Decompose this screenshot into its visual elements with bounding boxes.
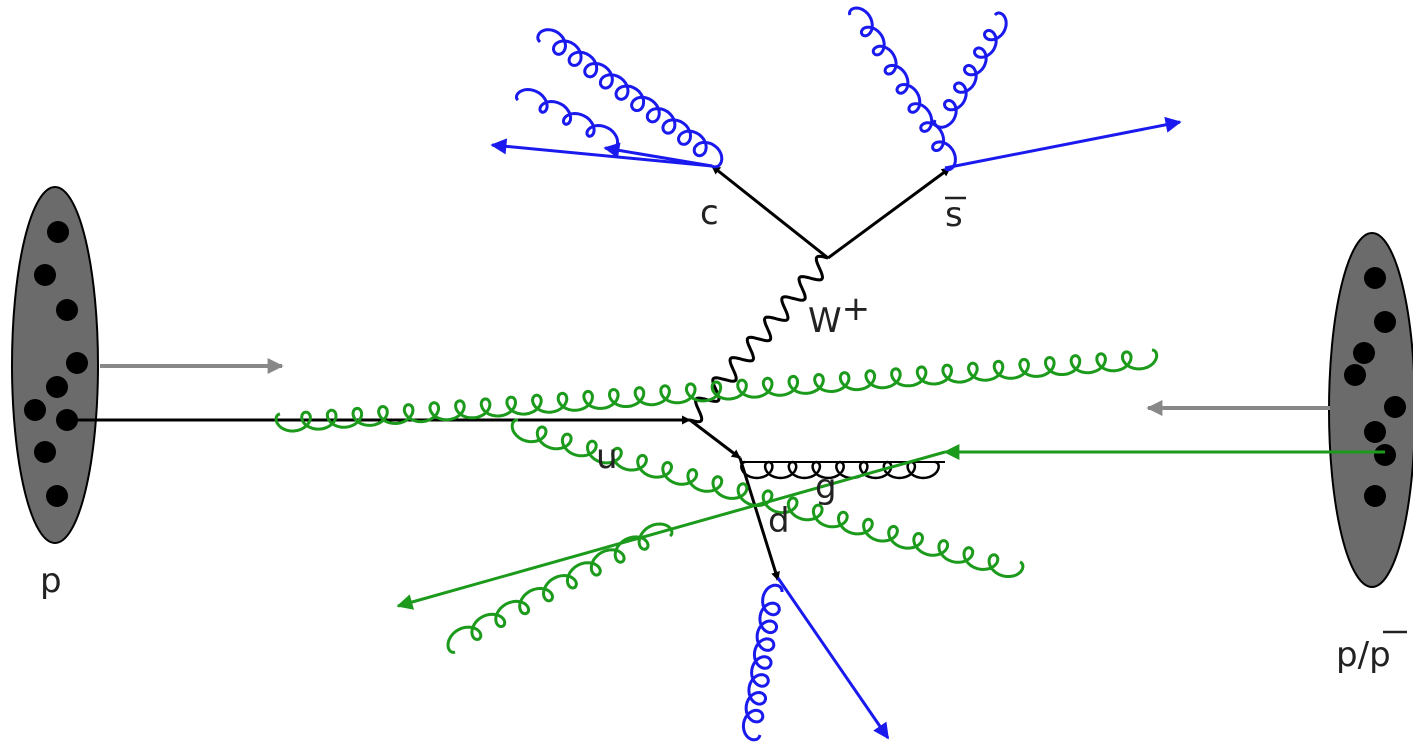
fsr-gluon-d-icon bbox=[741, 583, 784, 742]
gluon-coil bbox=[536, 28, 724, 169]
fsr-gluon-c-upper-icon bbox=[536, 28, 724, 169]
right-hadron bbox=[1328, 232, 1413, 588]
fsr-gluon-s-upper-icon bbox=[847, 6, 957, 172]
gluon-coil bbox=[510, 418, 1025, 578]
svg-text:s: s bbox=[945, 195, 963, 235]
label-quark-sbar: s bbox=[945, 195, 966, 235]
parton-dots bbox=[1344, 267, 1406, 507]
gluon-coil bbox=[274, 348, 1159, 433]
fsr-gluon-s-lower-icon bbox=[932, 11, 1008, 129]
jet-track-d bbox=[776, 577, 890, 740]
proton-ellipse-icon bbox=[11, 186, 99, 544]
gluon-g-curly-icon bbox=[740, 460, 940, 480]
gluon-coil bbox=[847, 6, 957, 172]
remnant-gluon-icon bbox=[446, 522, 674, 654]
label-quark-c: c bbox=[700, 193, 719, 233]
label-quark-d: d bbox=[768, 501, 790, 541]
remnant-track-out bbox=[396, 450, 946, 610]
jet-track-c bbox=[490, 138, 713, 168]
label-w-boson: W+ bbox=[808, 289, 870, 341]
scattered-quark-d-1 bbox=[689, 418, 741, 460]
left-hadron bbox=[11, 186, 99, 544]
jet-track-sbar bbox=[944, 116, 1182, 170]
gluon-coil bbox=[741, 583, 784, 742]
label-quark-u: u bbox=[596, 437, 618, 477]
quark-sbar-line bbox=[827, 166, 951, 260]
antiproton-p: p bbox=[1369, 635, 1391, 675]
jet-track-c-inner bbox=[603, 142, 713, 168]
gluon-coil bbox=[740, 460, 940, 480]
isr-gluon-long-icon bbox=[274, 348, 1159, 433]
scattered-quark-d-2 bbox=[738, 457, 780, 581]
label-beam-right: p/p bbox=[1336, 630, 1407, 675]
gluon-coil bbox=[446, 522, 674, 654]
fsr-gluon-c-lower-icon bbox=[515, 87, 620, 150]
parton-dots bbox=[24, 221, 88, 507]
label-gluon-g: g bbox=[815, 467, 837, 507]
quark-c-line bbox=[711, 164, 829, 260]
gluon-coil bbox=[932, 11, 1008, 129]
gluon-coil bbox=[515, 87, 620, 150]
label-proton-left: p bbox=[40, 561, 62, 601]
isr-gluon-lower-icon bbox=[510, 418, 1025, 578]
svg-text:p/p: p/p bbox=[1336, 635, 1391, 675]
